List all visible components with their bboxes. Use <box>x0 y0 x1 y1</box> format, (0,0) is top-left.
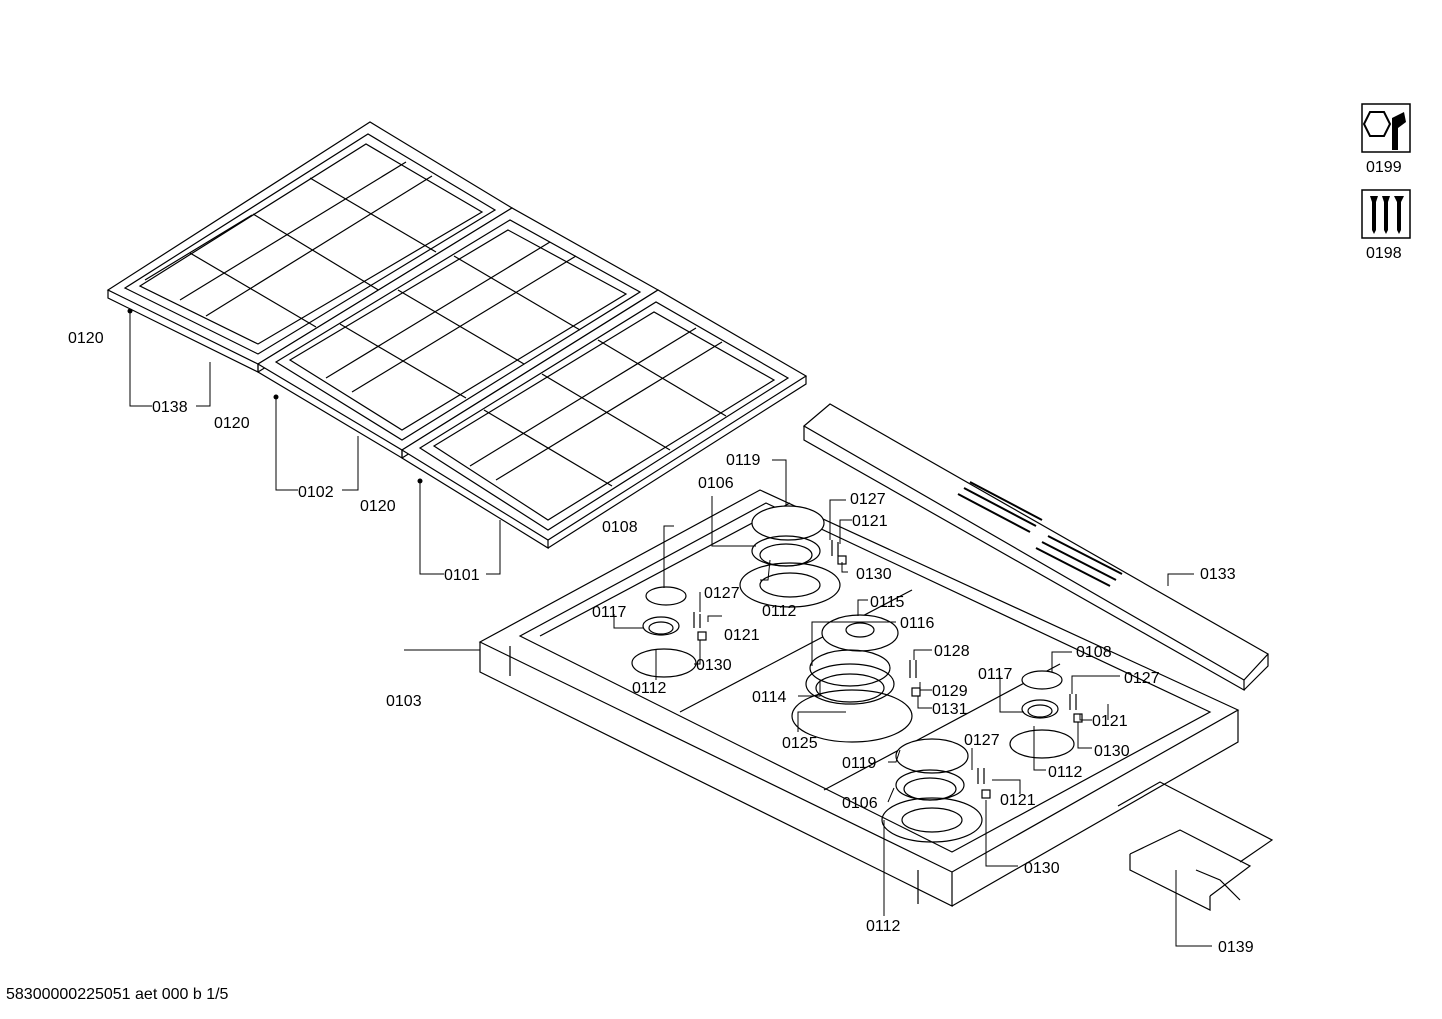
callout-0133: 0133 <box>1200 566 1236 583</box>
icon-label-0199: 0199 <box>1366 159 1402 176</box>
callout-0108-a: 0108 <box>602 519 638 536</box>
callout-0127-d: 0127 <box>964 732 1000 749</box>
callout-0119-a: 0119 <box>726 452 761 469</box>
callout-0129: 0129 <box>932 683 968 700</box>
callout-0120-b: 0120 <box>214 415 250 432</box>
callout-0115: 0115 <box>870 594 905 611</box>
callout-0127-b: 0127 <box>704 585 740 602</box>
callout-0101: 0101 <box>444 567 480 584</box>
cooktop-frame-0103 <box>478 489 1240 907</box>
callout-0125: 0125 <box>782 735 818 752</box>
callout-0112-c: 0112 <box>1048 764 1083 781</box>
callout-0112-a: 0112 <box>762 603 797 620</box>
icon-label-0198: 0198 <box>1366 245 1402 262</box>
small-parts <box>693 540 1083 799</box>
callout-0138: 0138 <box>152 399 188 416</box>
callout-0108-b: 0108 <box>1076 644 1112 661</box>
callout-0121-b: 0121 <box>724 627 760 644</box>
bracket-0139 <box>1117 781 1274 911</box>
burner-right <box>1009 670 1075 759</box>
callout-0120-c: 0120 <box>360 498 396 515</box>
callout-0119-b: 0119 <box>842 755 877 772</box>
back-panel-0133 <box>802 403 1269 692</box>
callout-0112-d: 0112 <box>866 918 901 935</box>
callout-0130-a: 0130 <box>856 566 892 583</box>
callout-0131: 0131 <box>932 701 968 718</box>
burner-front-left <box>631 586 697 678</box>
callout-0139: 0139 <box>1218 939 1254 956</box>
callout-0127-a: 0127 <box>850 491 886 508</box>
callout-0103: 0103 <box>386 693 422 710</box>
screws-icon <box>1361 189 1411 239</box>
callout-0112-b: 0112 <box>632 680 667 697</box>
tools-icon <box>1361 103 1411 153</box>
callout-0106-b: 0106 <box>842 795 878 812</box>
callout-0128: 0128 <box>934 643 970 660</box>
callout-0106-a: 0106 <box>698 475 734 492</box>
callout-0121-c: 0121 <box>1092 713 1128 730</box>
grate-0138 <box>106 121 514 373</box>
callout-0130-c: 0130 <box>1094 743 1130 760</box>
callout-labels: 0120 0138 0120 0102 0120 0101 0103 0119 … <box>68 330 1254 956</box>
leader-lines <box>129 311 1212 947</box>
callout-0130-b: 0130 <box>696 657 732 674</box>
callout-0121-a: 0121 <box>852 513 888 530</box>
grate-0101 <box>400 289 808 550</box>
burner-back-left <box>739 505 841 608</box>
callout-0114: 0114 <box>752 689 787 706</box>
grate-assembly <box>106 121 808 550</box>
drawing-code: 58300000225051 aet 000 b 1/5 <box>6 986 229 1003</box>
callout-0117-b: 0117 <box>978 666 1013 683</box>
callout-0102: 0102 <box>298 484 334 501</box>
callout-0120-a: 0120 <box>68 330 104 347</box>
callout-0116: 0116 <box>900 615 935 632</box>
callout-0127-c: 0127 <box>1124 670 1160 687</box>
burner-center <box>791 614 913 743</box>
burner-front-right <box>881 738 983 843</box>
callout-0130-d: 0130 <box>1024 860 1060 877</box>
callout-0121-d: 0121 <box>1000 792 1036 809</box>
callout-0117-a: 0117 <box>592 604 627 621</box>
